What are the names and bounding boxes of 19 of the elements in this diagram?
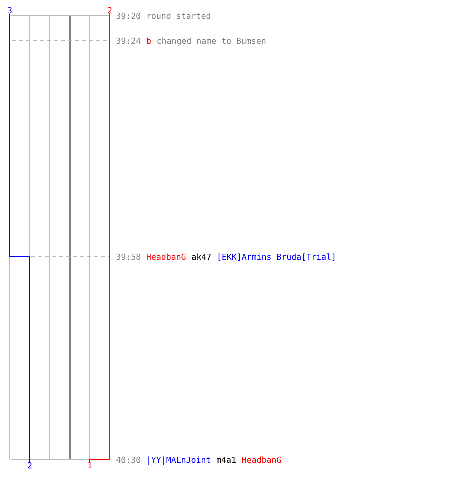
team-count: 2 — [28, 462, 32, 469]
player-name: HeadbanG — [242, 456, 282, 464]
timestamp: 40:30 — [116, 456, 141, 464]
timestamp: 39:20 — [116, 12, 141, 20]
team-line — [10, 13, 30, 463]
player-name: HeadbanG — [147, 254, 186, 260]
weapon-name: m4a1 — [217, 456, 236, 464]
team-line — [90, 13, 110, 463]
timestamp: 39:58 — [116, 254, 141, 260]
weapon-name: ak47 — [192, 254, 211, 260]
player-name: |YY|MALnJoint — [148, 456, 210, 465]
team-count: 3 — [8, 7, 12, 14]
player-name: [EKK]Armins Bruda[Trial] — [218, 254, 335, 262]
timestamp: 39:24 — [116, 38, 141, 44]
team-count: 1 — [88, 462, 92, 469]
event-text: changed name to Bumsen — [158, 38, 266, 46]
player-name: b — [147, 38, 151, 44]
team-count: 2 — [108, 7, 112, 14]
event-text: round started — [148, 12, 210, 20]
